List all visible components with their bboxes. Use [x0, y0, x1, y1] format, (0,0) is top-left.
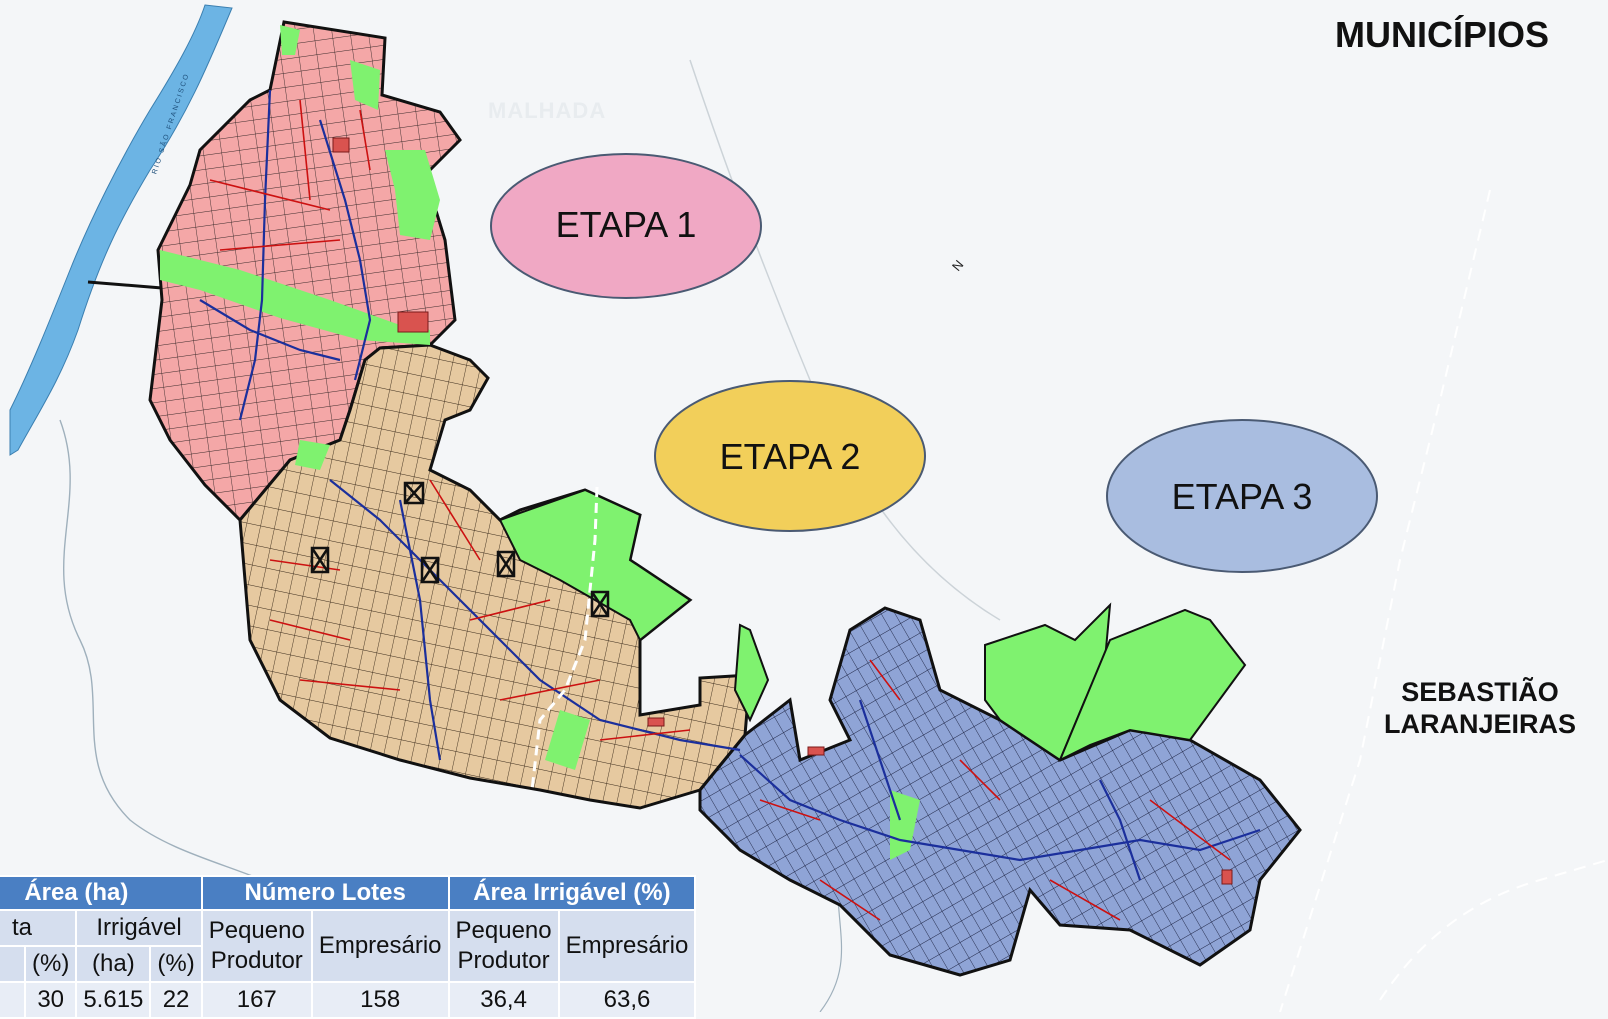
cell-spacer: [0, 981, 26, 1019]
cell-irrig-pequeno: 36,4: [447, 981, 560, 1019]
etapa3-ellipse: [1106, 419, 1378, 573]
municipal-boundary-line: [1379, 859, 1608, 1001]
highway-dashed: [530, 486, 599, 791]
col-pequeno-line2: Produtor: [210, 947, 303, 974]
cell-irrig-pct: 22: [149, 981, 203, 1019]
cell-total-pct: 30: [23, 981, 78, 1019]
river: [9, 4, 233, 456]
etapa2-area: [238, 343, 752, 810]
header-area: Área (ha): [0, 875, 203, 911]
cell-irrig-empresario: 63,6: [557, 981, 697, 1019]
municipal-boundary-line: [1279, 189, 1491, 1012]
pump-station-icons: [310, 481, 610, 618]
municipality-name-line1: SEBASTIÃO: [1401, 677, 1559, 707]
unit-ha: (ha): [75, 945, 152, 983]
table-subheader-row: ta Irrigável Pequeno Produtor Empresário…: [0, 909, 697, 983]
subheader-irrigavel: Irrigável: [75, 909, 203, 947]
municipality-name-line2: LARANJEIRAS: [1383, 709, 1577, 739]
page-title: MUNICÍPIOS: [1335, 14, 1550, 55]
table-units-row: (%) (ha) (%): [0, 945, 695, 983]
etapa1-ellipse: [490, 153, 762, 299]
etapa2-ellipse: [654, 380, 926, 532]
road-to-river: [87, 280, 163, 290]
etapa2-label: ETAPA 2: [719, 436, 861, 477]
etapa3-area: [698, 606, 1302, 977]
green-reserves: [160, 25, 1247, 860]
unit-pct2: (%): [149, 945, 203, 983]
col-empresario-b: Empresário: [557, 909, 697, 983]
municipality-ghost-label: MALHADA: [488, 98, 607, 123]
col-pequeno-line1: Pequeno: [208, 917, 305, 944]
subheader-total: ta: [0, 909, 78, 947]
unit-spacer: [0, 945, 25, 983]
col-pequeno-produtor: Pequeno Produtor: [200, 909, 313, 983]
cell-irrig-ha: 5.615: [75, 981, 152, 1019]
table-header-row: Área (ha) Número Lotes Área Irrigável (%…: [0, 875, 697, 911]
header-lotes: Número Lotes: [200, 875, 450, 911]
unit-pct: (%): [23, 945, 78, 983]
municipal-boundary-line: [689, 59, 1001, 621]
road-network: [209, 99, 1231, 921]
header-area-irrigavel: Área Irrigável (%): [447, 875, 697, 911]
table-row: 30 5.615 22 167 158 36,4 63,6: [0, 981, 697, 1019]
stats-table: Área (ha) Número Lotes Área Irrigável (%…: [0, 875, 697, 1019]
stream-line: [59, 419, 301, 901]
village-markers: [332, 137, 1233, 885]
cell-lotes-empresario: 158: [310, 981, 450, 1019]
col-pequeno-b-line2: Produtor: [457, 947, 550, 974]
cell-lotes-pequeno: 167: [200, 981, 313, 1019]
etapa3-label: ETAPA 3: [1171, 476, 1313, 517]
col-pequeno-produtor-b: Pequeno Produtor: [447, 909, 560, 983]
etapa1-label: ETAPA 1: [555, 204, 697, 245]
col-empresario: Empresário: [310, 909, 450, 983]
col-pequeno-b-line1: Pequeno: [455, 917, 552, 944]
municipality-label-right: SEBASTIÃO LARANJEIRAS: [1370, 676, 1590, 740]
